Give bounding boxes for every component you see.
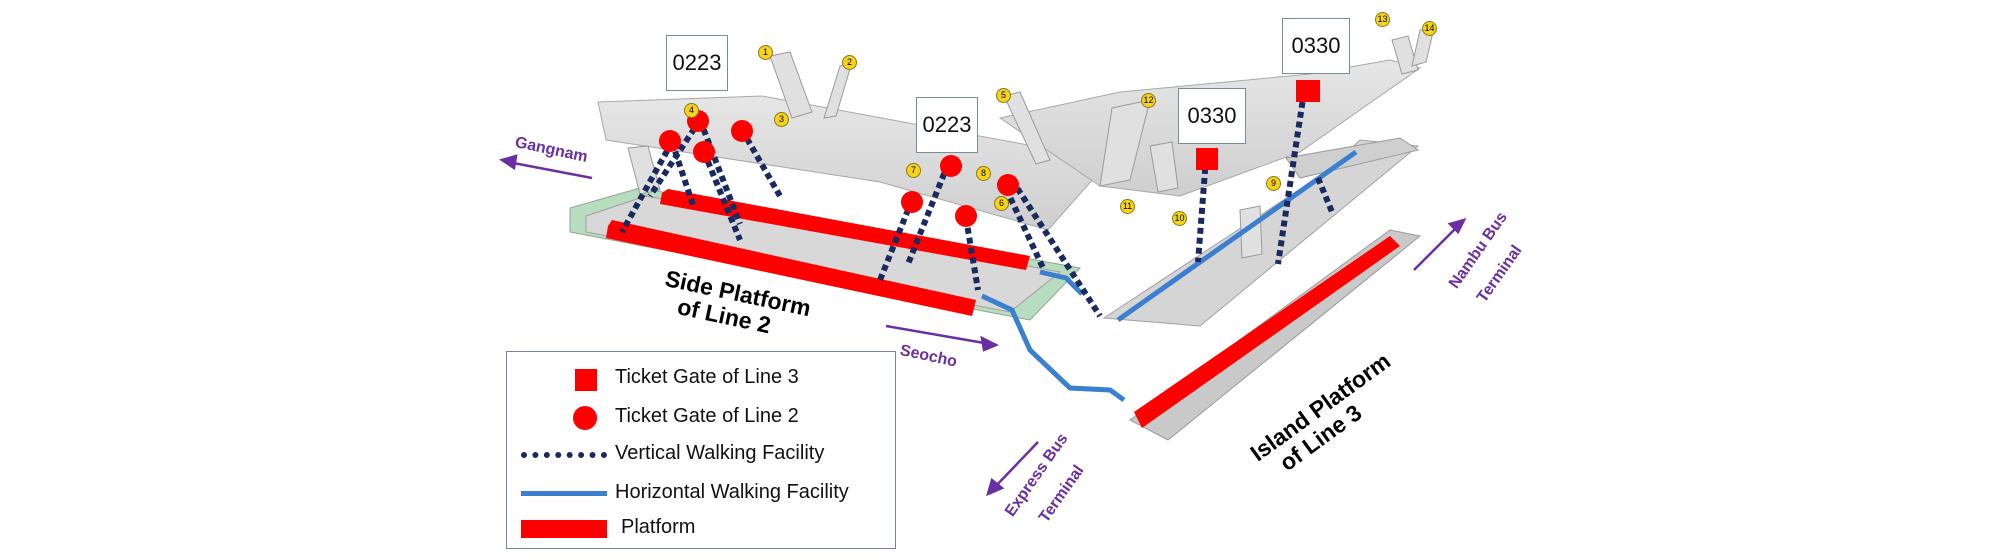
gate-l2-a [659, 130, 681, 152]
legend-label-gate-line3: Ticket Gate of Line 3 [615, 366, 799, 388]
legend-row-platform: Platform [507, 510, 895, 546]
gate-label-line3-right: 0330 [1282, 18, 1350, 74]
legend-row-gate-line3: Ticket Gate of Line 3 [507, 360, 895, 396]
gate-l2-d [731, 120, 753, 142]
legend-circle-icon [573, 406, 597, 430]
gate-label-line2-left: 0223 [666, 35, 728, 91]
exit-badge-2: 2 [842, 55, 857, 70]
exit-badge-6: 6 [994, 196, 1009, 211]
exit-badge-13: 13 [1375, 12, 1390, 27]
gate-l2-g [955, 205, 977, 227]
exit-badge-10: 10 [1172, 211, 1187, 226]
exit-badge-11: 11 [1120, 199, 1135, 214]
legend: Ticket Gate of Line 3 Ticket Gate of Lin… [506, 351, 896, 549]
exit-badge-7: 7 [906, 163, 921, 178]
legend-label-platform: Platform [621, 516, 696, 538]
legend-solid-line-icon [521, 491, 607, 496]
legend-row-vertical: Vertical Walking Facility [507, 436, 895, 472]
exit-badge-1: 1 [758, 45, 773, 60]
gate-l2-h [997, 174, 1019, 196]
line2-platform-floor [585, 195, 1062, 313]
vertical-walking-paths [619, 91, 1335, 318]
legend-square-icon [575, 369, 597, 391]
exit-badge-4: 4 [684, 103, 699, 118]
exit-badge-8: 8 [976, 166, 991, 181]
legend-platform-bar-icon [521, 520, 607, 538]
exit-badge-9: 9 [1266, 176, 1281, 191]
gate-l2-f [940, 155, 962, 177]
ticket-gates-line2 [659, 110, 1019, 227]
legend-label-gate-line2: Ticket Gate of Line 2 [615, 405, 799, 427]
legend-label-horizontal: Horizontal Walking Facility [615, 481, 849, 503]
legend-row-gate-line2: Ticket Gate of Line 2 [507, 399, 895, 435]
gate-label-line2-mid: 0223 [916, 97, 978, 153]
line3-corridor [1285, 137, 1420, 179]
platforms [606, 189, 1400, 428]
legend-dotted-line-icon [521, 452, 607, 458]
exit-badge-14: 14 [1422, 21, 1437, 36]
exit-badge-12: 12 [1141, 93, 1156, 108]
platform-line2-upper [660, 189, 1030, 270]
gate-label-line3-left: 0330 [1178, 88, 1246, 144]
legend-label-vertical: Vertical Walking Facility [615, 442, 825, 464]
gate-l2-e [901, 191, 923, 213]
ticket-gates-line3 [1196, 80, 1320, 170]
stairs [627, 27, 1435, 259]
direction-arrows [499, 154, 1467, 497]
concourse-line2 [597, 95, 1111, 231]
platform-line2-lower [606, 220, 976, 316]
gate-l3-b [1296, 80, 1320, 102]
gate-l2-c [693, 141, 715, 163]
legend-row-horizontal: Horizontal Walking Facility [507, 475, 895, 511]
exit-badge-5: 5 [996, 88, 1011, 103]
exit-badge-3: 3 [774, 112, 789, 127]
platform-line3 [1134, 236, 1400, 428]
gate-l3-a [1196, 148, 1218, 170]
